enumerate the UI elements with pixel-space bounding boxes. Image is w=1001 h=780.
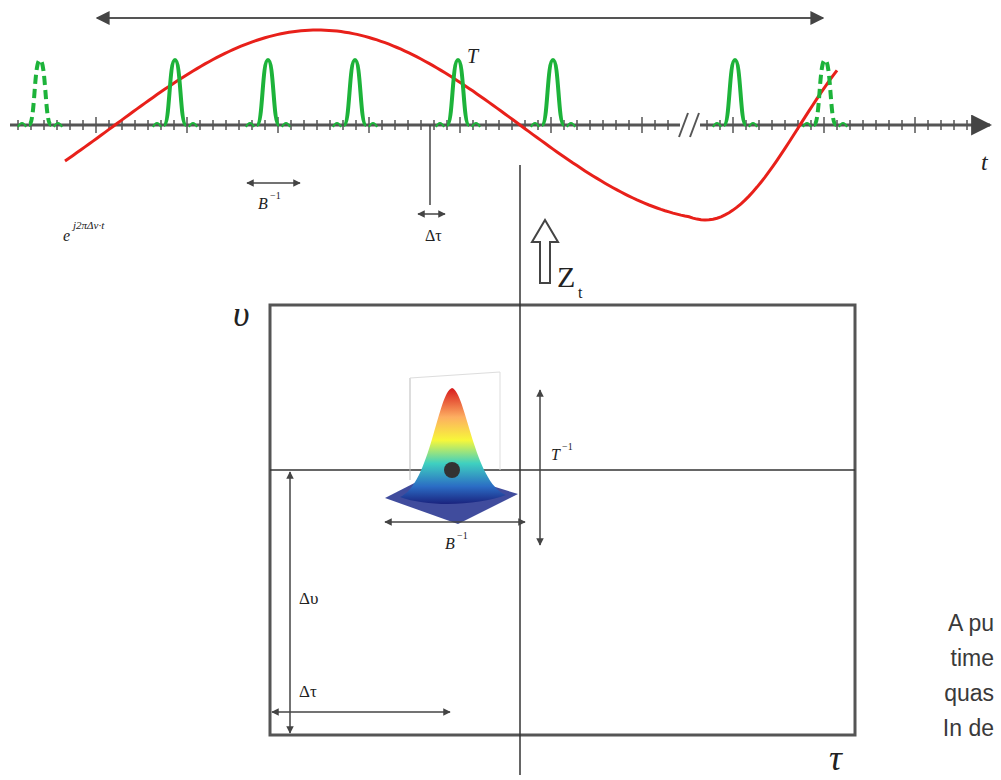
zak-arrow (532, 220, 558, 283)
axis-ticks (18, 117, 967, 133)
cut-text: quas (943, 682, 995, 705)
axis-break (679, 113, 688, 137)
cut-text: time (950, 647, 995, 670)
delay-shift-arrow (272, 711, 450, 713)
delay-axis-label: τ (828, 740, 843, 776)
zak-label: Z (556, 262, 576, 292)
period-arrow (97, 17, 823, 19)
doppler-axis-label: υ (232, 296, 251, 332)
cut-text: A pu (947, 612, 995, 635)
bandwidth-base: B (257, 196, 269, 212)
gaussian-pulse (385, 372, 518, 524)
doppler-res-exponent: −1 (561, 442, 574, 452)
cut-text: In de (942, 717, 995, 740)
time-label: t (980, 150, 989, 174)
doppler-res-base: T (550, 447, 561, 463)
delay-res-arrow (385, 521, 525, 523)
axis-break (690, 113, 699, 137)
time-axis (10, 124, 990, 127)
zak-subscript: t (577, 285, 583, 301)
dd-frame (270, 305, 855, 735)
doppler-line (270, 469, 855, 471)
delay-label: Δτ (424, 228, 443, 244)
bandwidth-arrow (247, 182, 300, 184)
phase-base: e (62, 228, 71, 244)
phase-exponent: j2πΔν·t (72, 220, 105, 231)
doppler-shift-arrow (289, 472, 291, 733)
delay-res-base: B (444, 536, 456, 552)
delay-arrow (418, 213, 445, 215)
sine-wave (65, 30, 837, 220)
doppler-shift-label: Δυ (298, 590, 319, 607)
doppler-res-arrow (539, 390, 541, 545)
pulses (18, 60, 847, 127)
delay-res-exponent: −1 (456, 531, 469, 541)
delay-marker (429, 125, 431, 205)
period-label: T (466, 46, 479, 66)
bandwidth-exponent: −1 (269, 191, 282, 201)
delay-shift-label: Δτ (298, 683, 318, 700)
